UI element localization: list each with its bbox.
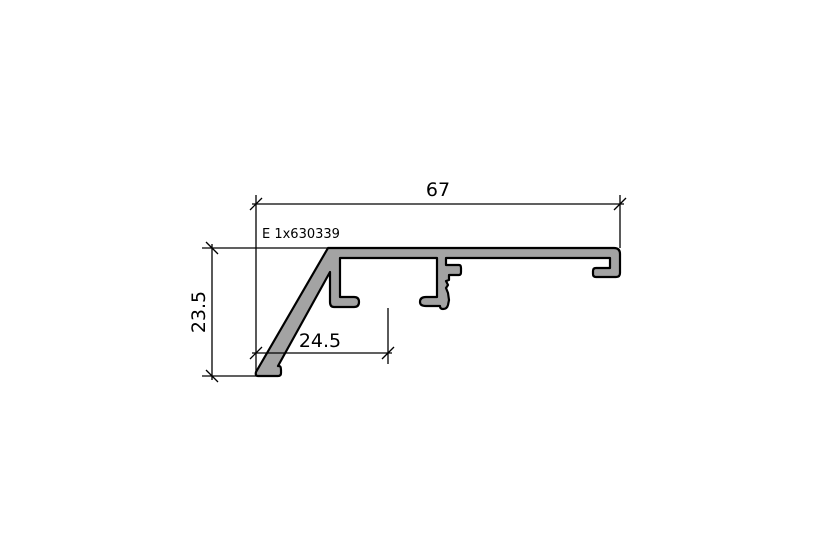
tick-mark xyxy=(249,197,263,211)
dimension-offset-label: 24.5 xyxy=(299,330,341,352)
dimension-width-label: 67 xyxy=(426,179,450,201)
dimension-height-label: 23.5 xyxy=(188,291,210,333)
tick-mark xyxy=(381,346,395,360)
tick-mark xyxy=(249,346,263,360)
aluminium-profile-section xyxy=(254,246,622,378)
tick-mark xyxy=(613,197,627,211)
tick-mark xyxy=(205,241,219,255)
tick-mark xyxy=(205,369,219,383)
profile-label: E 1x630339 xyxy=(262,227,340,242)
